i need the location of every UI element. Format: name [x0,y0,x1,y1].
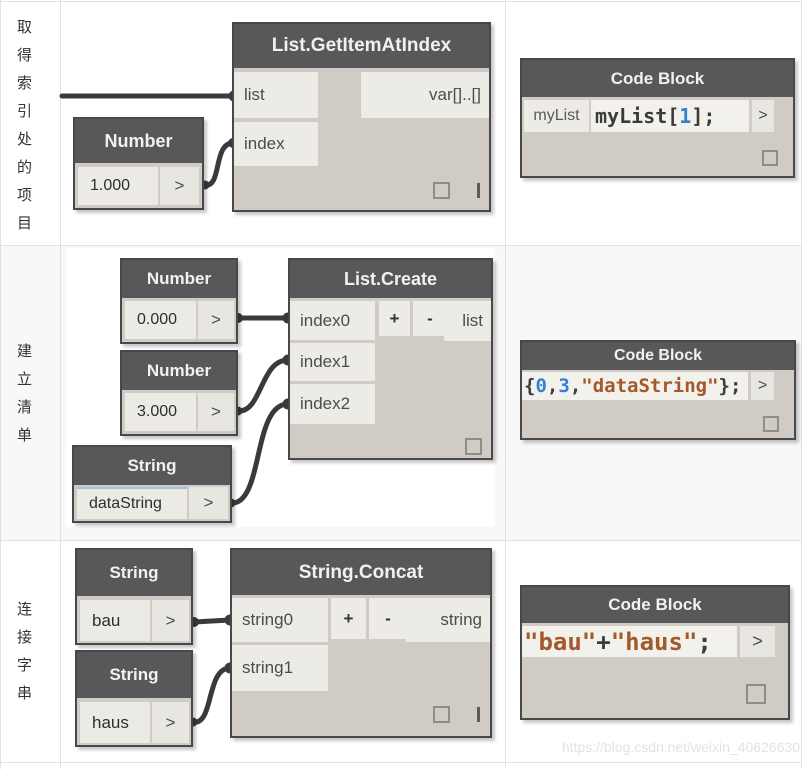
node-title[interactable]: List.Create [290,260,491,298]
node-title[interactable]: Code Block [522,342,794,370]
output-port[interactable]: > [740,626,775,657]
string-value-input[interactable]: bau [80,600,150,641]
preview-checkbox[interactable] [763,416,779,432]
node-code-block-2[interactable]: Code Block {0,3,"dataString"}; > [520,340,796,440]
output-port-list[interactable]: list [444,301,491,341]
node-string-datastring[interactable]: String dataString > [72,445,232,523]
preview-checkbox[interactable] [746,684,766,704]
output-port[interactable]: > [198,393,234,431]
node-number-3[interactable]: Number 3.000 > [120,350,238,436]
string-value-input[interactable]: dataString [77,487,187,519]
row-label-concat-string: 连接字串 [15,601,32,713]
grid-line [0,245,801,246]
node-string-concat[interactable]: String.Concat string0 string1 + - string [230,548,492,738]
grid-line [0,0,1,769]
code-editor[interactable]: "bau"+"haus"; [522,626,737,657]
code-text: }; [718,375,742,397]
code-text: myList[ [595,104,680,128]
preview-checkbox[interactable] [465,438,482,455]
node-title[interactable]: Code Block [522,587,788,623]
wire[interactable] [202,140,236,188]
code-number-literal: 1 [679,104,692,128]
watermark: https://blog.csdn.net/weixin_40626630 [561,739,800,755]
code-text: ]; [691,104,716,128]
wire[interactable] [191,617,233,625]
output-port-var[interactable]: var[]..[] [361,72,489,118]
grid-line [801,0,802,769]
code-text: , [546,375,559,397]
node-title[interactable]: Number [122,352,236,390]
node-title[interactable]: Number [122,260,236,298]
code-string-literal: "bau" [524,627,597,656]
node-number-1[interactable]: Number 1.000 > [73,117,204,210]
input-port-index[interactable]: index [234,122,318,166]
number-value-input[interactable]: 0.000 [125,301,196,339]
grid-line [0,540,801,541]
node-number-0[interactable]: Number 0.000 > [120,258,238,344]
lacing-indicator[interactable] [477,707,480,722]
code-editor[interactable]: myList[1]; [591,100,749,132]
code-text: { [524,375,536,397]
output-port[interactable]: > [160,167,199,205]
output-port[interactable]: > [152,702,189,743]
input-port-string0[interactable]: string0 [232,598,328,642]
node-title[interactable]: String [77,550,191,596]
input-port-string1[interactable]: string1 [232,645,328,691]
node-code-block-3[interactable]: Code Block "bau"+"haus"; > [520,585,790,720]
string-value-input[interactable]: haus [80,702,150,743]
remove-input-button[interactable]: - [413,301,447,336]
output-port[interactable]: > [751,372,774,400]
remove-input-button[interactable]: - [369,598,407,639]
node-list-create[interactable]: List.Create index0 index1 index2 + - lis… [288,258,493,460]
node-title[interactable]: String.Concat [232,550,490,595]
preview-checkbox[interactable] [762,150,778,166]
output-port[interactable]: > [198,301,234,339]
node-list-getitematindex[interactable]: List.GetItemAtIndex list index var[]..[] [232,22,491,212]
wire[interactable] [190,665,233,725]
input-port-index2[interactable]: index2 [290,384,375,424]
output-port[interactable]: > [189,487,228,519]
code-string-literal: "dataString" [581,375,719,397]
node-string-haus[interactable]: String haus > [75,650,193,747]
add-input-button[interactable]: + [379,301,410,336]
row-label-get-item-at-index: 取得索引处的项目 [15,19,32,243]
code-string-literal: "haus" [610,627,698,656]
code-text: + [596,627,611,656]
node-title[interactable]: Code Block [522,60,793,97]
output-port[interactable]: > [752,100,774,132]
grid-line [60,0,61,769]
input-port-index1[interactable]: index1 [290,343,375,381]
node-title[interactable]: String [77,652,191,698]
code-number-literal: 0 [535,375,547,397]
node-title[interactable]: Number [75,119,202,163]
number-value-input[interactable]: 3.000 [125,393,196,431]
wire[interactable] [227,401,291,506]
node-code-block-1[interactable]: Code Block myList myList[1]; > [520,58,795,178]
lacing-indicator[interactable] [477,183,480,198]
input-port-index0[interactable]: index0 [290,301,375,340]
code-text: ; [697,627,712,656]
row-label-create-list: 建立清单 [15,343,32,455]
wire[interactable] [234,357,291,414]
grid-line [0,762,801,763]
code-text: , [569,375,582,397]
node-string-bau[interactable]: String bau > [75,548,193,645]
node-title[interactable]: List.GetItemAtIndex [234,24,489,68]
input-port-mylist[interactable]: myList [524,100,589,132]
number-value-input[interactable]: 1.000 [78,167,158,205]
output-port[interactable]: > [152,600,189,641]
output-port-string[interactable]: string [406,598,490,642]
node-title[interactable]: String [74,447,230,485]
grid-line [0,1,801,2]
input-port-list[interactable]: list [234,72,318,118]
code-number-literal: 3 [558,375,570,397]
add-input-button[interactable]: + [331,598,366,639]
preview-checkbox[interactable] [433,706,450,723]
preview-checkbox[interactable] [433,182,450,199]
code-editor[interactable]: {0,3,"dataString"}; [522,372,748,400]
grid-line [505,0,506,769]
